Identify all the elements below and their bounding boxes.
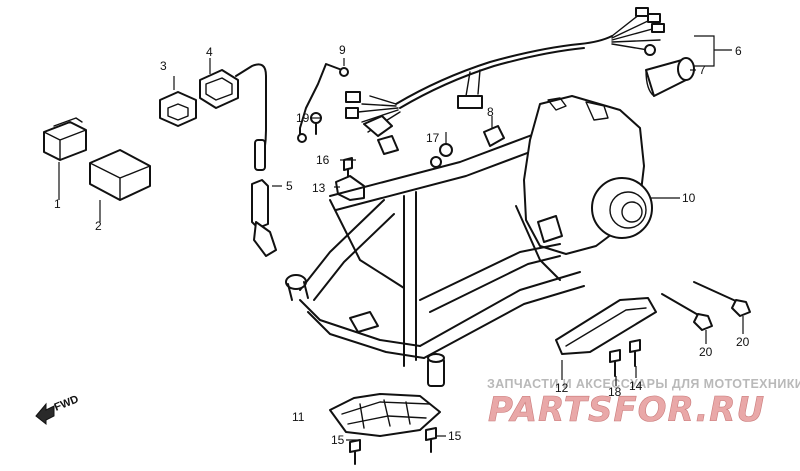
callout-7: 7 [699,63,706,77]
part-1-cdi-unit [43,117,87,161]
part-6-wire-harness [345,7,665,155]
callout-4: 4 [206,45,213,59]
part-8-rubber-mount [483,125,505,147]
part-17-clip [430,143,453,168]
callout-18: 18 [608,385,622,399]
callout-11: 11 [292,410,305,424]
part-18-bolt [609,349,621,377]
part-20-long-bolt-b [693,281,751,317]
watermark-brand: PARTSFOR.RU [488,390,765,430]
watermark-tagline: ЗАПЧАСТИ И АКСЕССУАРЫ ДЛЯ МОТОТЕХНИКИ [487,377,800,391]
callout-14: 14 [629,379,643,393]
part-2-regulator-box [89,149,151,201]
callout-15-a: 15 [331,433,345,447]
callout-8: 8 [487,105,494,119]
part-4-ignition-coil [199,63,267,171]
callout-19: 19 [296,111,310,125]
callout-2: 2 [95,219,102,233]
part-5-plug-cap [251,179,277,257]
fwd-direction-indicator: FWD [35,393,81,426]
part-12-skid-plate [555,297,657,355]
callout-20-a: 20 [699,345,713,359]
part-15-bolt-b [425,427,437,453]
main-frame [285,95,653,387]
part-3-cap [159,91,197,127]
part-15-bolt-a [349,439,361,465]
part-7-relay [645,57,695,97]
callout-6: 6 [735,44,742,58]
callout-20-b: 20 [736,335,750,349]
part-11-lower-skid-plate [329,393,441,437]
callout-5: 5 [286,179,293,193]
callout-16: 16 [316,153,330,167]
callout-9: 9 [339,43,346,57]
callout-10: 10 [682,191,696,205]
part-19-bolt [310,112,322,135]
callout-1: 1 [54,197,61,211]
part-14-bolt [629,339,641,367]
callout-17: 17 [426,131,440,145]
part-9-bracket-rod [297,63,349,143]
fwd-label: FWD [53,393,81,414]
leader-lines [58,35,744,441]
fwd-arrow-icon [35,402,55,426]
callout-3: 3 [160,59,167,73]
part-20-long-bolt-a [661,293,713,331]
callout-15-b: 15 [448,429,462,443]
watermark: ЗАПЧАСТИ И АКСЕССУАРЫ ДЛЯ МОТОТЕХНИКИ PA… [487,377,800,430]
callout-13: 13 [312,181,326,195]
callout-labels: 1 2 3 4 5 6 7 8 9 10 11 12 13 14 15 15 1… [54,43,750,447]
callout-12: 12 [555,381,569,395]
